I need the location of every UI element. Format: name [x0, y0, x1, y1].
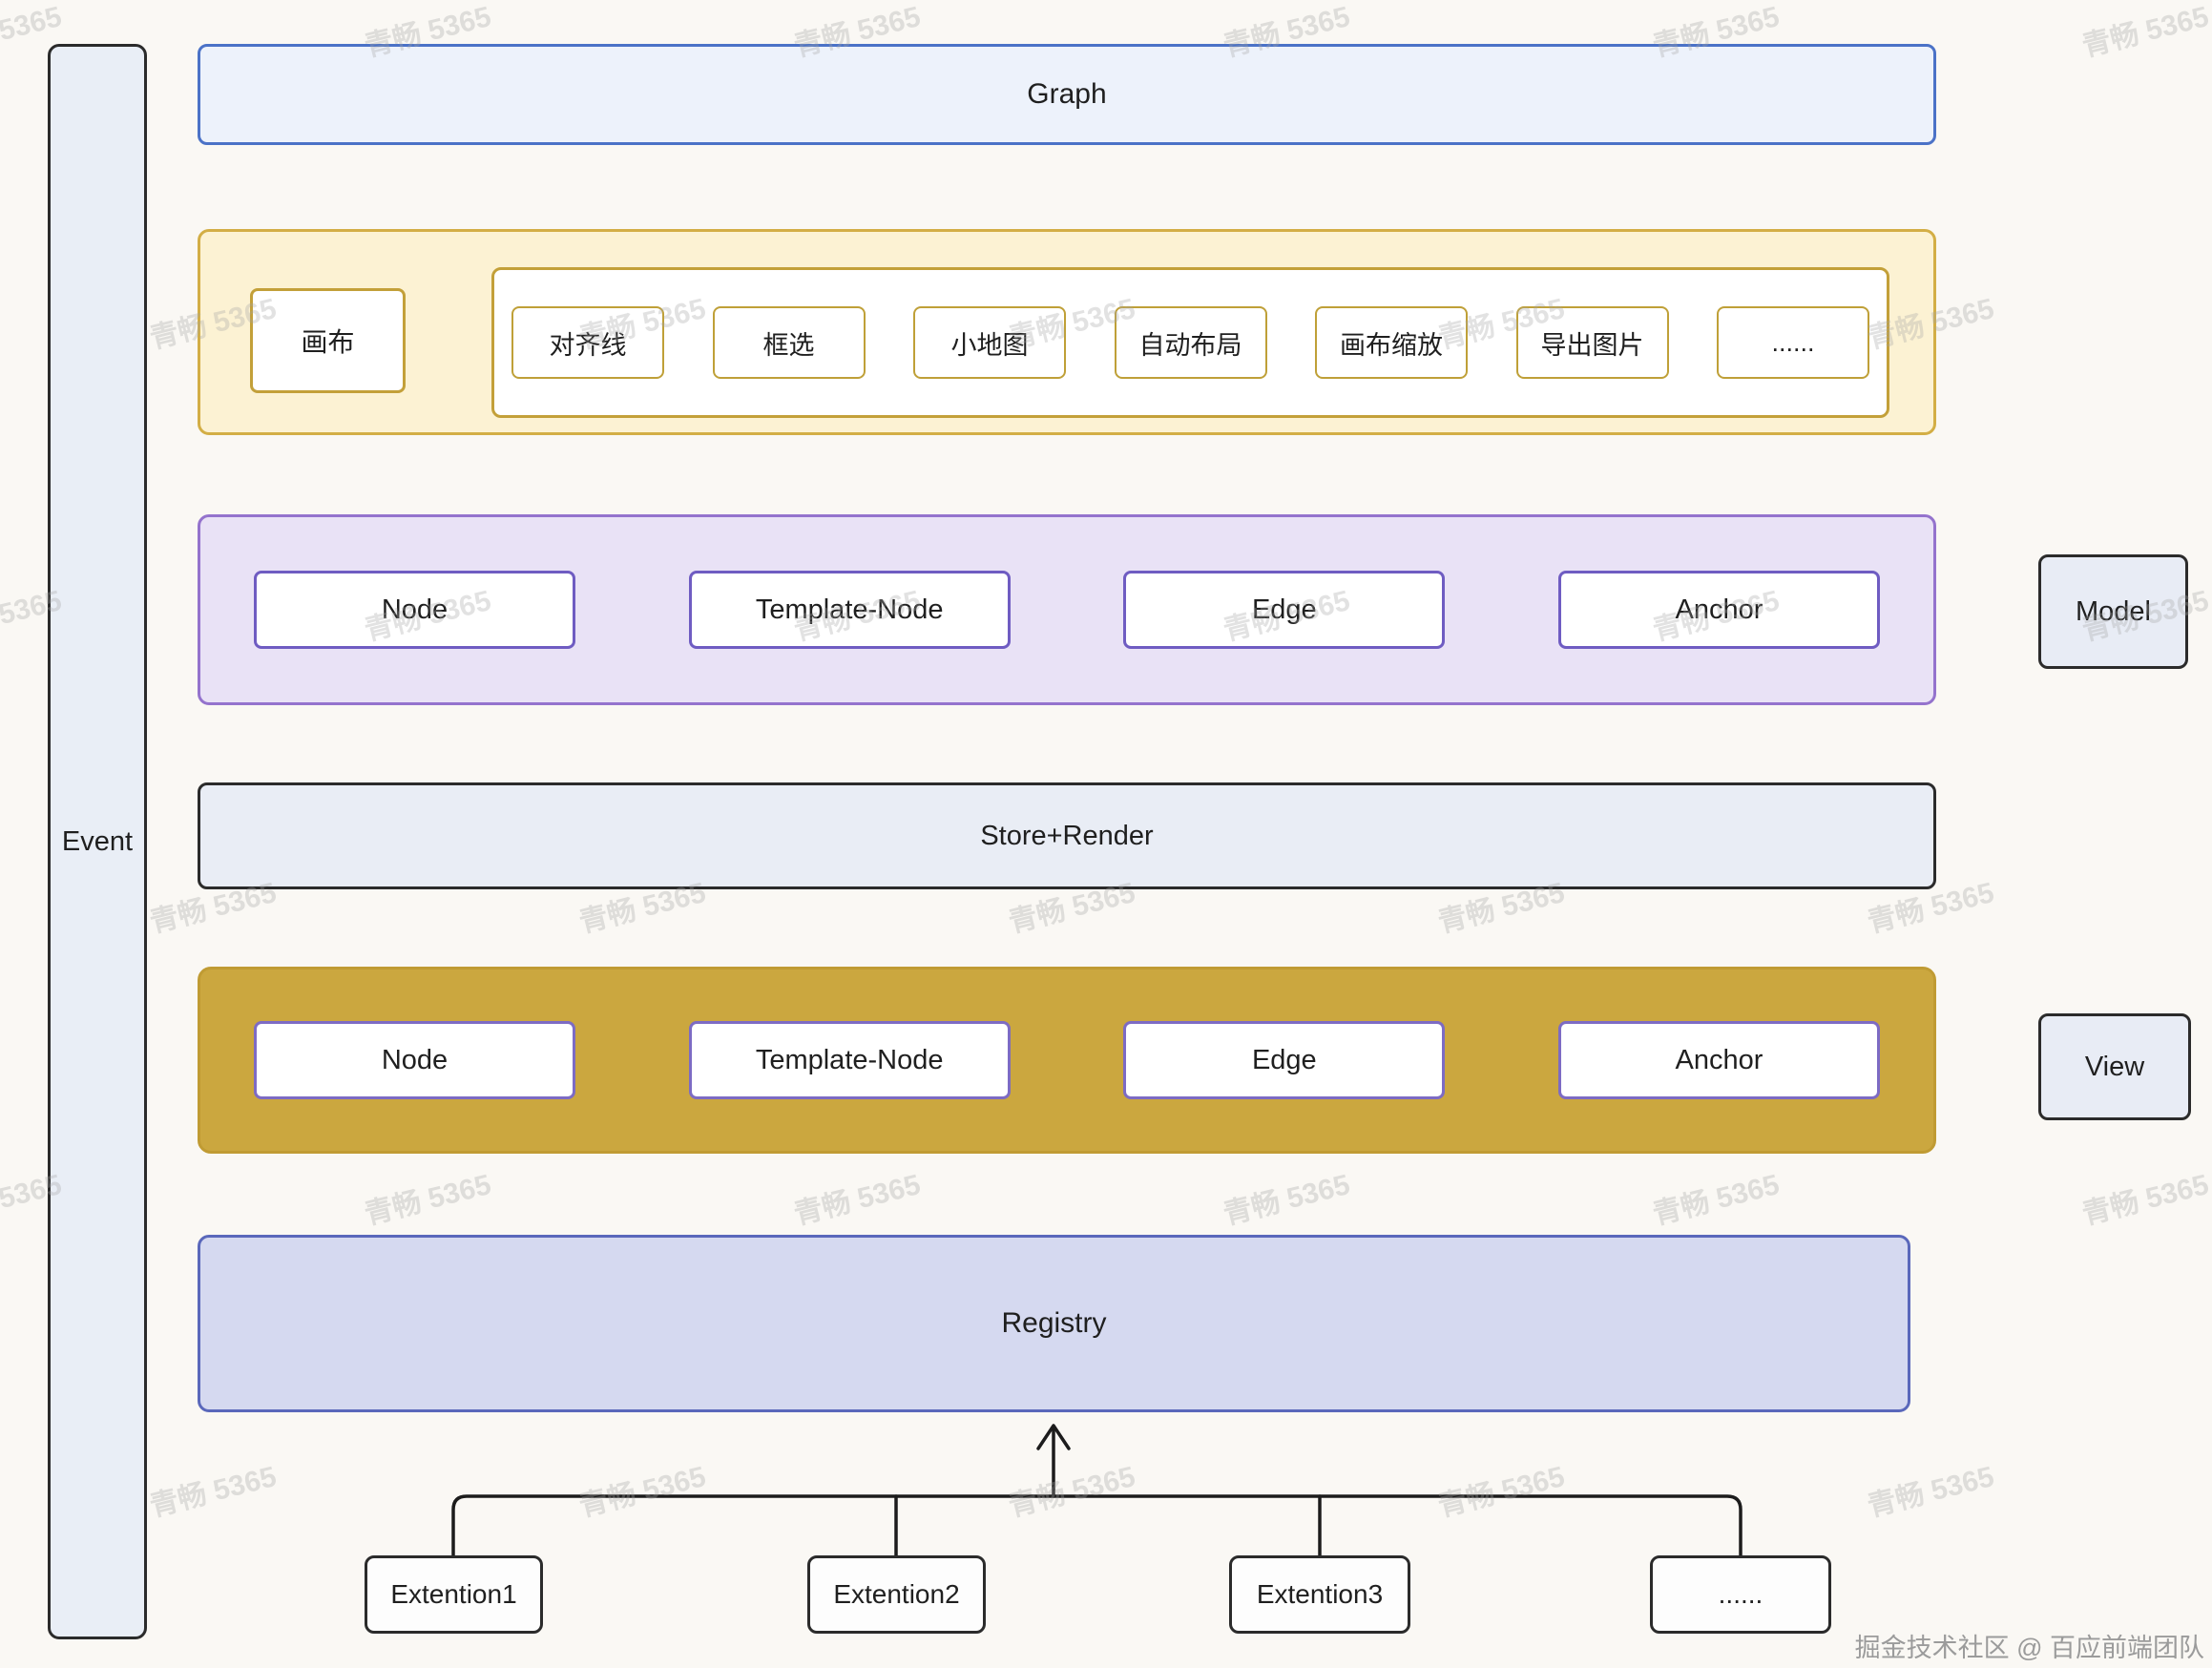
- watermark-text: 青畅 5365: [575, 1461, 709, 1523]
- feature-box-auto-layout: 自动布局: [1114, 306, 1267, 379]
- view-anchor-label: Anchor: [1675, 1044, 1763, 1075]
- extension-3-label: Extention3: [1256, 1579, 1384, 1609]
- view-layer-row: Node Template-Node Edge Anchor: [198, 967, 1936, 1154]
- store-render-label: Store+Render: [980, 820, 1154, 851]
- watermark-text: 青畅 5365: [2078, 1, 2212, 63]
- watermark-text: 青畅 5365: [790, 1169, 924, 1231]
- extension-1-label: Extention1: [390, 1579, 517, 1609]
- model-template-node-box: Template-Node: [688, 571, 1011, 649]
- credit-text: 掘金技术社区 @ 百应前端团队: [1855, 1627, 2204, 1664]
- watermark-text: 青畅 5365: [1005, 1461, 1138, 1523]
- registry-box: Registry: [198, 1235, 1910, 1412]
- extension-box-more: ......: [1650, 1555, 1831, 1634]
- canvas-section: 画布 对齐线 框选 小地图 自动布局 画布缩放 导出图片 ......: [198, 229, 1936, 435]
- graph-box: Graph: [198, 44, 1936, 145]
- view-node-box: Node: [254, 1021, 575, 1099]
- feature-box-align-line: 对齐线: [511, 306, 664, 379]
- view-edge-box: Edge: [1123, 1021, 1446, 1099]
- extension-box-3: Extention3: [1229, 1555, 1410, 1634]
- model-anchor-label: Anchor: [1675, 594, 1763, 625]
- credit-label: 掘金技术社区 @ 百应前端团队: [1854, 1634, 2204, 1662]
- registry-label: Registry: [1001, 1307, 1107, 1339]
- feature-box-export-image: 导出图片: [1515, 306, 1669, 379]
- feature-label: 小地图: [950, 330, 1029, 360]
- view-side-box: View: [2038, 1013, 2191, 1120]
- view-anchor-box: Anchor: [1557, 1021, 1880, 1099]
- store-render-box: Store+Render: [198, 782, 1936, 889]
- model-node-label: Node: [381, 594, 449, 625]
- view-edge-label: Edge: [1251, 1044, 1317, 1075]
- event-label: Event: [61, 825, 134, 857]
- extension-box-1: Extention1: [365, 1555, 543, 1634]
- feature-label: ......: [1771, 327, 1815, 357]
- model-layer-row: Node Template-Node Edge Anchor: [198, 514, 1936, 705]
- feature-box-more: ......: [1717, 306, 1869, 379]
- feature-box-rubber-band: 框选: [712, 306, 866, 379]
- graph-label: Graph: [1027, 78, 1107, 110]
- model-node-box: Node: [254, 571, 575, 649]
- extension-more-label: ......: [1718, 1579, 1763, 1609]
- canvas-box: 画布: [250, 288, 406, 393]
- model-template-node-label: Template-Node: [755, 594, 944, 625]
- watermark-text: 青畅 5365: [1220, 1169, 1353, 1231]
- arrow-head: [1036, 1424, 1071, 1450]
- feature-label: 自动布局: [1138, 330, 1242, 360]
- model-side-box: Model: [2038, 554, 2188, 669]
- event-box: Event: [48, 44, 147, 1639]
- extension-box-2: Extention2: [807, 1555, 986, 1634]
- model-anchor-box: Anchor: [1557, 571, 1880, 649]
- canvas-label: 画布: [301, 327, 355, 357]
- watermark-text: 青畅 5365: [2078, 1169, 2212, 1231]
- watermark-text: 青畅 5365: [1649, 1169, 1783, 1231]
- feature-label: 导出图片: [1540, 330, 1644, 360]
- model-edge-box: Edge: [1123, 571, 1446, 649]
- extension-2-label: Extention2: [833, 1579, 960, 1609]
- feature-box-minimap: 小地图: [913, 306, 1066, 379]
- watermark-text: 青畅 5365: [146, 1461, 280, 1523]
- model-edge-label: Edge: [1251, 594, 1317, 625]
- feature-label: 对齐线: [549, 330, 627, 360]
- view-side-label: View: [2084, 1051, 2145, 1082]
- watermark-text: 青畅 5365: [1864, 1461, 1997, 1523]
- model-side-label: Model: [2076, 595, 2151, 627]
- canvas-features-container: 对齐线 框选 小地图 自动布局 画布缩放 导出图片 ......: [491, 267, 1889, 418]
- bracket-line: [451, 1494, 1742, 1557]
- watermark-text: 青畅 5365: [1434, 1461, 1568, 1523]
- watermark-text: 青畅 5365: [361, 1169, 494, 1231]
- view-node-label: Node: [381, 1044, 449, 1075]
- feature-label: 框选: [762, 330, 815, 360]
- feature-box-canvas-zoom: 画布缩放: [1315, 306, 1468, 379]
- view-template-node-box: Template-Node: [688, 1021, 1011, 1099]
- feature-label: 画布缩放: [1340, 330, 1443, 360]
- view-template-node-label: Template-Node: [755, 1044, 944, 1075]
